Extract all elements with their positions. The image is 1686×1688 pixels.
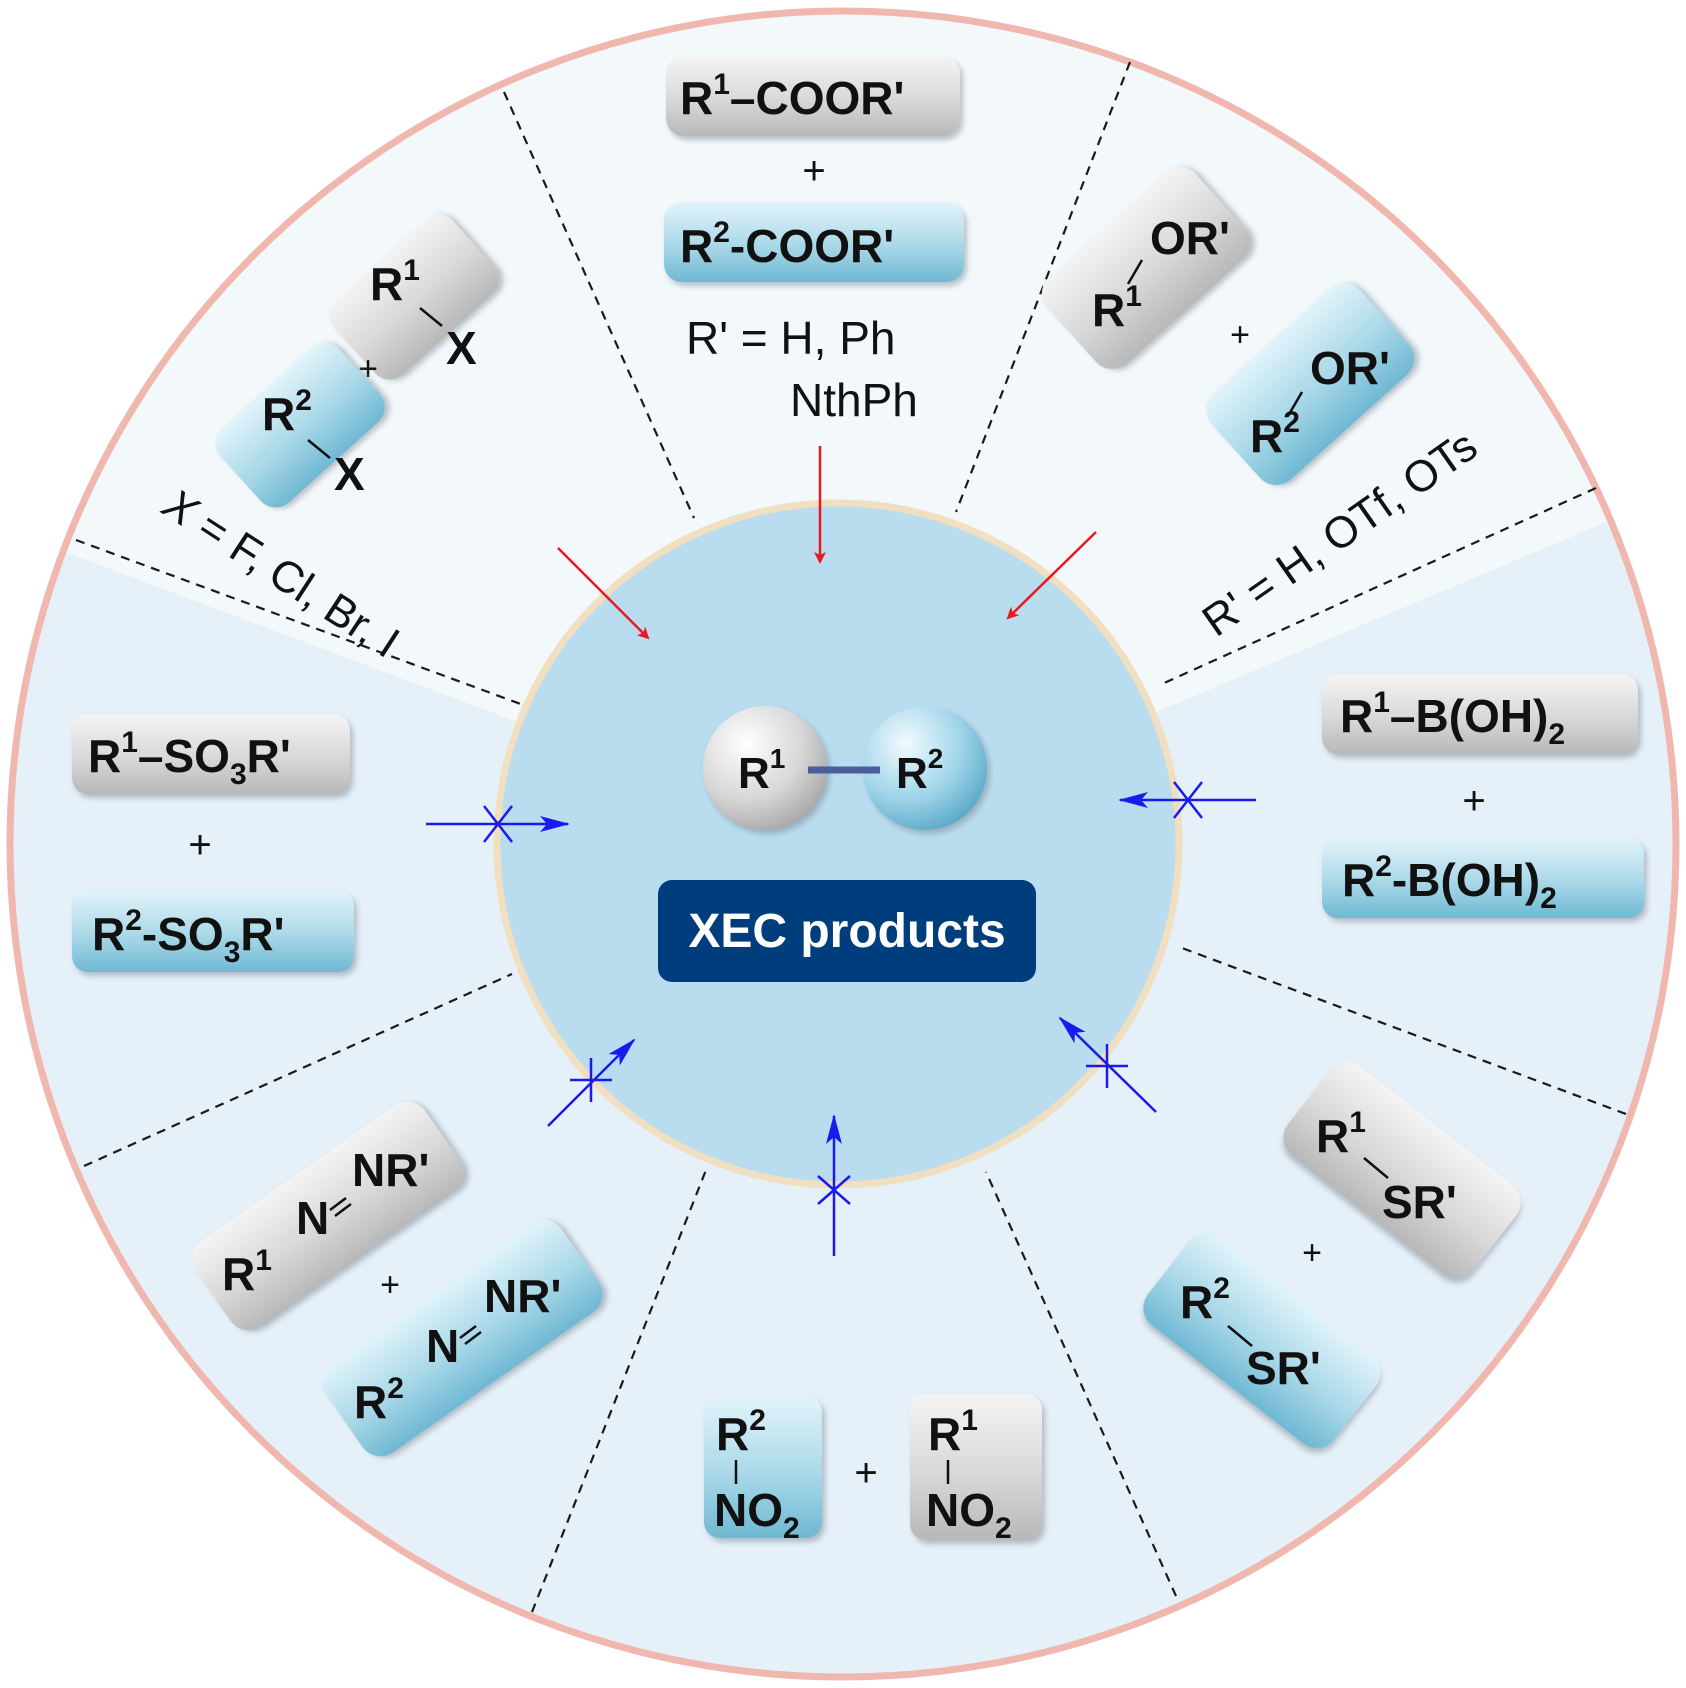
cross-sulfonate xyxy=(483,805,513,843)
boronic-r1-box xyxy=(1322,674,1638,754)
azo-r2-double-bond-a xyxy=(459,1325,477,1339)
r2-label: R2 xyxy=(896,743,943,798)
nitro-right-box xyxy=(910,1394,1042,1540)
nitro-left-r: R2 xyxy=(716,1404,766,1460)
sulfonate-r1-box xyxy=(72,714,350,794)
sulfonate-plus: + xyxy=(188,823,211,867)
segment-ester: R1–COOR' + R2-COOR' R' = H, Ph NthPh xyxy=(664,56,964,426)
r1-sphere xyxy=(703,706,827,830)
sulfonate-r1-text: R1–SO3R' xyxy=(88,726,291,791)
cross-nitro xyxy=(817,1175,851,1205)
alcohol-r1: R1 xyxy=(1092,280,1142,336)
thioether-r1-box xyxy=(1283,1062,1521,1278)
halide-r1-x: X xyxy=(446,322,477,374)
azo-r1-box xyxy=(192,1101,464,1331)
segment-sulfonate: R1–SO3R' + R2-SO3R' xyxy=(72,714,354,972)
boronic-r2-text: R2-B(OH)2 xyxy=(1342,850,1557,915)
ester-r2-box xyxy=(664,202,964,282)
arrow-halide xyxy=(557,547,650,640)
ester-r2-text: R2-COOR' xyxy=(680,216,894,272)
arrows-successful xyxy=(557,446,1097,640)
azo-r1-double-bond-a xyxy=(329,1197,347,1211)
ester-note-line1: R' = H, Ph xyxy=(686,312,895,364)
thioether-r2: R2 xyxy=(1180,1272,1230,1328)
alcohol-r1-bond xyxy=(1126,259,1144,285)
alcohol-r1-box xyxy=(1041,167,1251,369)
alcohol-plus: + xyxy=(1230,316,1250,354)
azo-r2-n: N xyxy=(426,1320,459,1372)
alcohol-r2: R2 xyxy=(1250,406,1300,462)
sulfonate-r2-box xyxy=(72,890,354,972)
azo-plus: + xyxy=(380,1266,400,1304)
thioether-r2-box xyxy=(1143,1232,1381,1448)
ester-note-line2: NthPh xyxy=(790,374,918,426)
alcohol-r1-group: OR' xyxy=(1150,212,1230,264)
ester-plus: + xyxy=(802,149,825,193)
thioether-plus: + xyxy=(1302,1234,1322,1272)
block-crosses xyxy=(483,781,1203,1205)
center-circle xyxy=(493,499,1183,1189)
nitro-right-group: NO2 xyxy=(926,1484,1012,1545)
segment-nitro: R2 NO2 + R1 NO2 xyxy=(704,1394,1042,1545)
halide-r2: R2 xyxy=(262,384,312,440)
nitro-plus: + xyxy=(854,1451,877,1495)
segment-thioether: R1 SR' + R2 SR' xyxy=(1143,1062,1521,1448)
alcohol-r2-group: OR' xyxy=(1310,342,1390,394)
segment-azo: R1 N NR' + R2 N NR' xyxy=(192,1101,603,1457)
nitro-right-r: R1 xyxy=(928,1404,978,1460)
product-molecule: R1 R2 xyxy=(703,706,987,830)
cross-thioether xyxy=(1086,1044,1128,1088)
segment-boronic: R1–B(OH)2 + R2-B(OH)2 xyxy=(1322,674,1644,918)
thioether-r1-bond xyxy=(1363,1157,1389,1179)
thioether-r2-bond xyxy=(1227,1325,1253,1347)
boronic-r1-text: R1–B(OH)2 xyxy=(1340,686,1565,751)
halide-r2-x: X xyxy=(334,448,365,500)
svg-text:XEC products: XEC products xyxy=(688,905,1005,958)
ester-r1-text: R1–COOR' xyxy=(680,68,904,124)
xec-products-badge: XEC products xyxy=(658,880,1036,982)
cross-boronic xyxy=(1173,781,1203,819)
halide-r2-bond xyxy=(307,439,331,459)
halide-r1-box xyxy=(329,214,499,380)
halide-r1-bond xyxy=(419,307,443,327)
azo-r1: R1 xyxy=(222,1244,272,1300)
outer-ring xyxy=(6,7,1680,1681)
azo-r1-n: N xyxy=(296,1192,329,1244)
nitro-left-group: NO2 xyxy=(714,1484,800,1545)
thioether-r1: R1 xyxy=(1316,1106,1366,1162)
alcohol-r2-bond xyxy=(1286,391,1304,417)
cross-azo xyxy=(570,1058,612,1102)
thioether-r1-group: SR' xyxy=(1382,1176,1457,1228)
azo-r2: R2 xyxy=(354,1372,404,1428)
halide-r2-box xyxy=(215,342,385,508)
r1-label: R1 xyxy=(738,743,785,798)
r2-sphere xyxy=(863,706,987,830)
arrow-alcohol xyxy=(1006,531,1097,620)
halide-r1: R1 xyxy=(370,254,420,310)
nitro-left-box xyxy=(704,1396,822,1538)
alcohol-r2-box xyxy=(1205,283,1415,485)
thioether-r2-group: SR' xyxy=(1246,1342,1321,1394)
azo-r2-double-bond-b xyxy=(464,1331,482,1345)
sulfonate-r2-text: R2-SO3R' xyxy=(92,904,285,969)
azo-r2-nr: NR' xyxy=(484,1270,561,1322)
azo-r1-double-bond-b xyxy=(334,1203,352,1217)
azo-r1-nr: NR' xyxy=(352,1144,429,1196)
ester-r1-box xyxy=(666,56,960,136)
boronic-r2-box xyxy=(1322,838,1644,918)
boronic-plus: + xyxy=(1462,779,1485,823)
